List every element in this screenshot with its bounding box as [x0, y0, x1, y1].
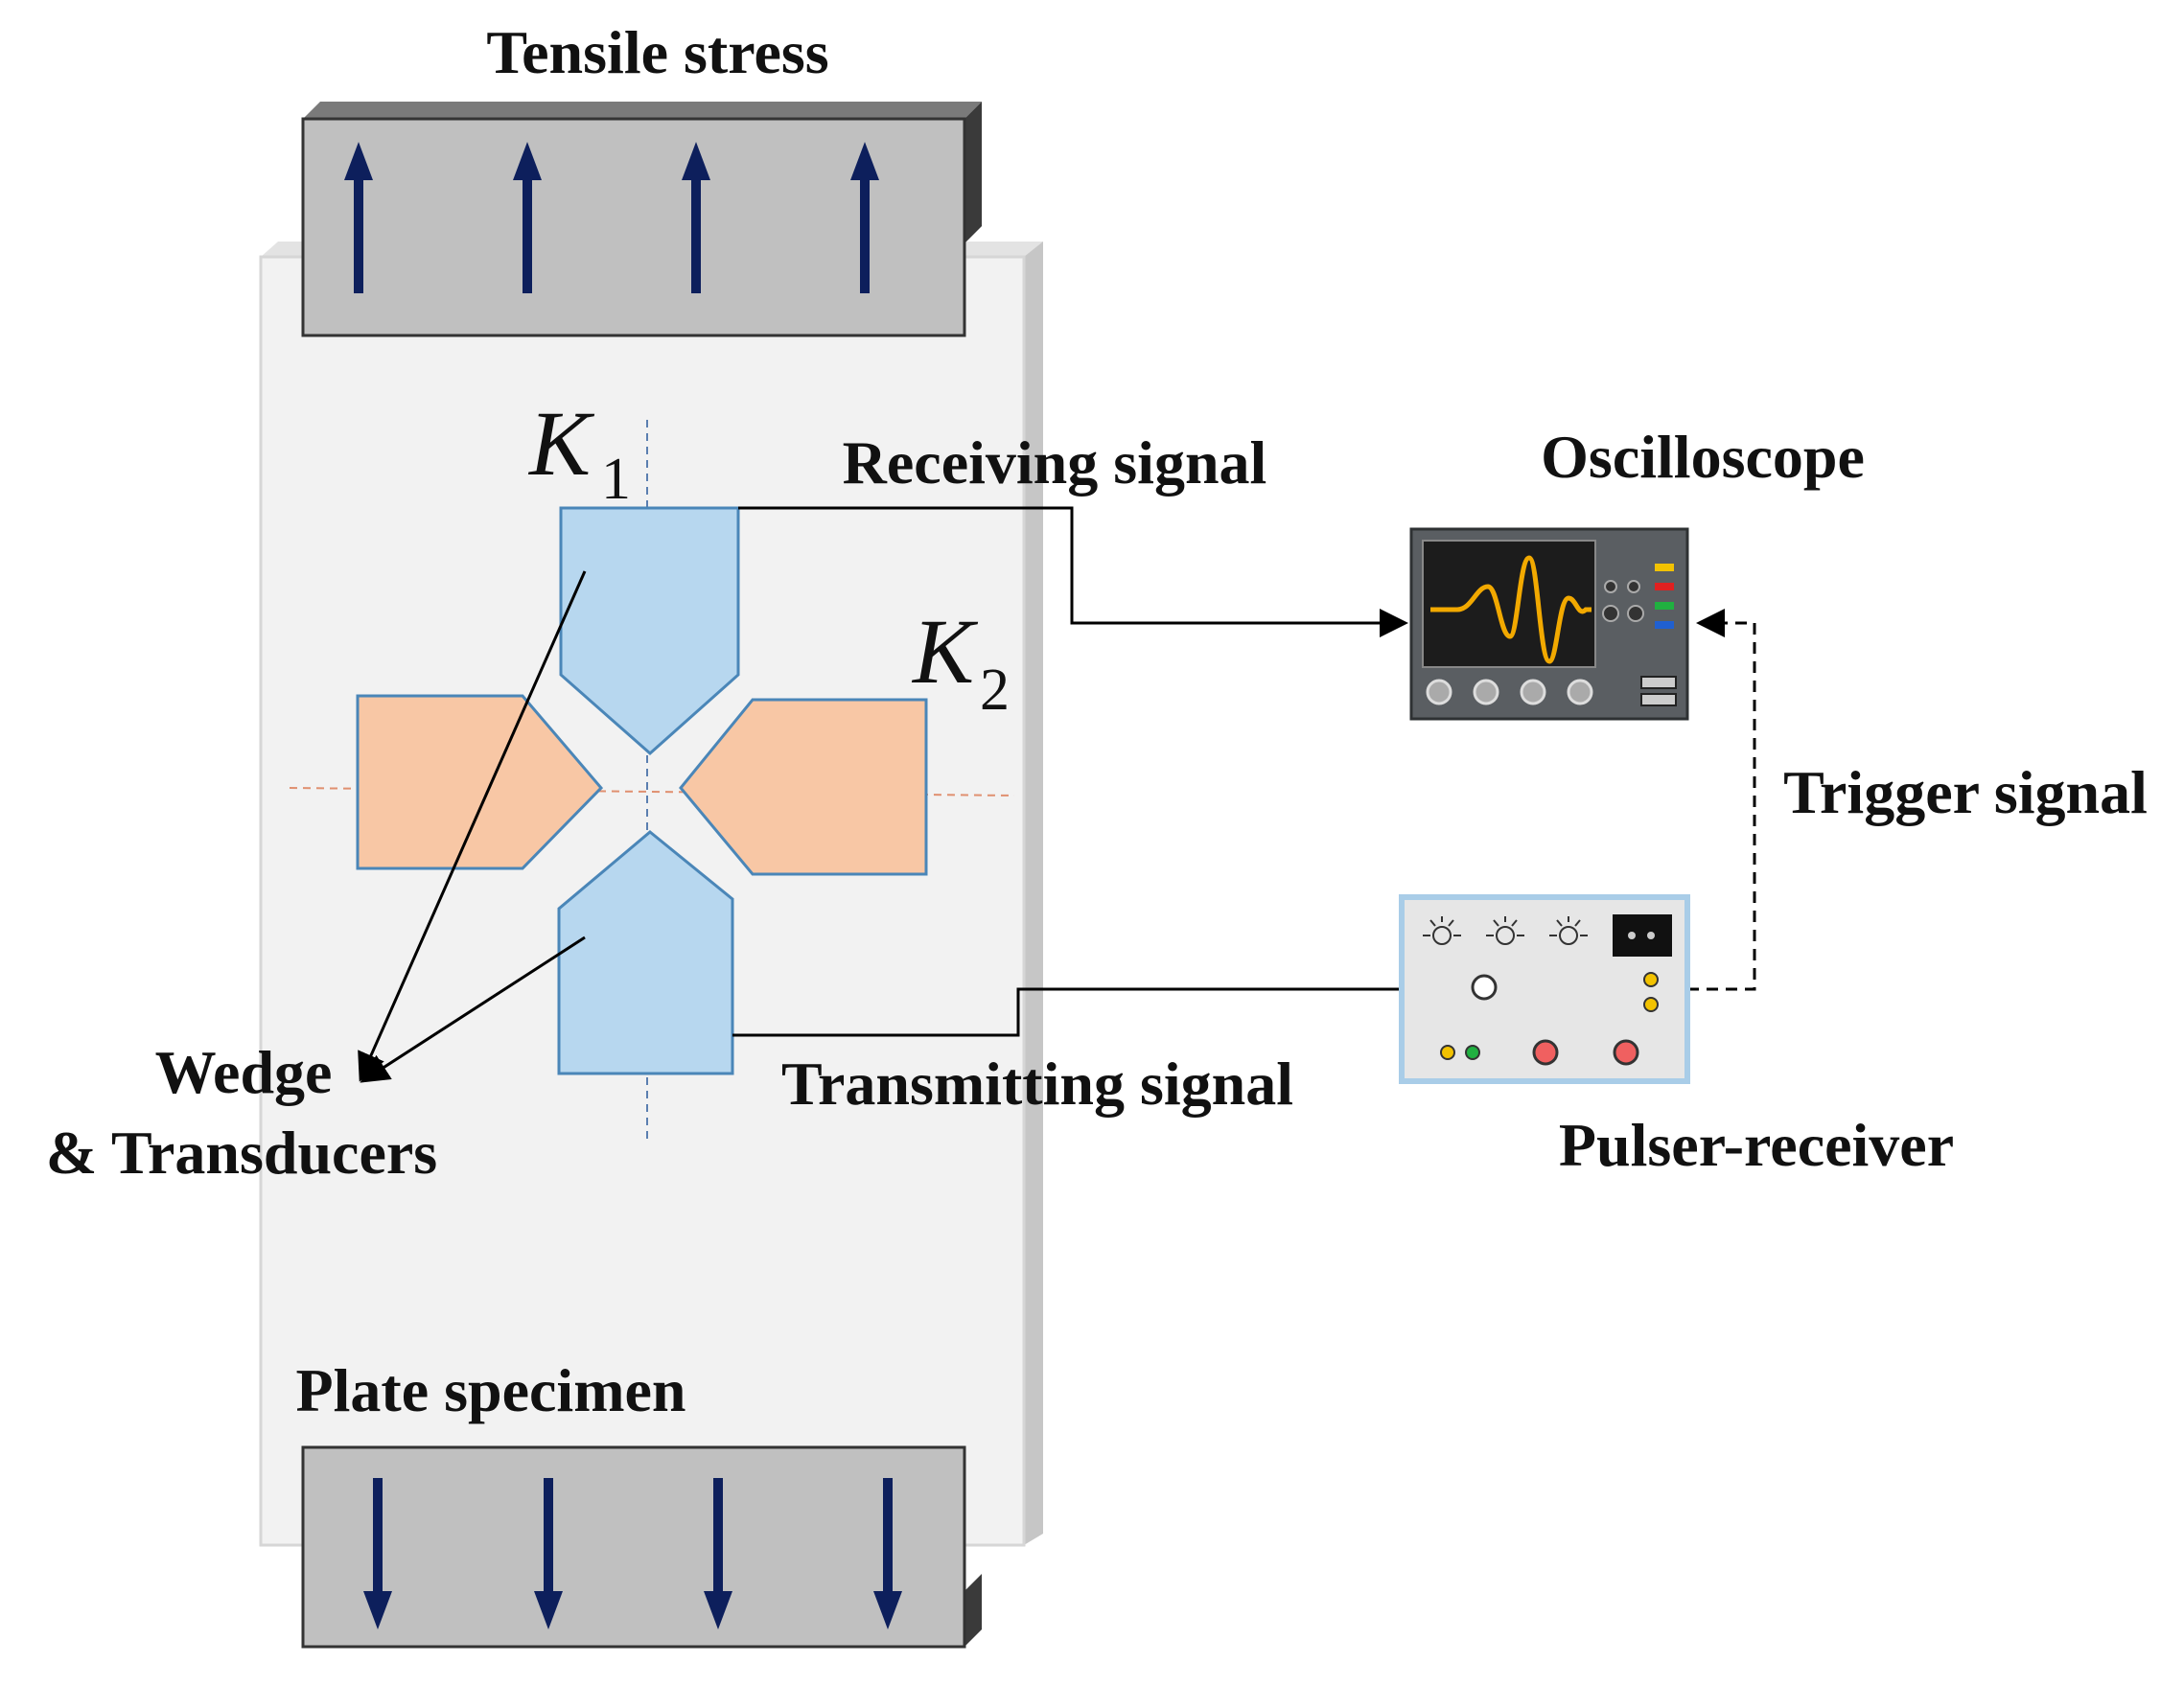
- wedge-left: [356, 694, 604, 870]
- trigger-signal-wire: [1687, 609, 1756, 991]
- pointer-arrow-top-wedge: [358, 570, 587, 1082]
- pointer-arrow-bottom-wedge: [360, 935, 586, 1083]
- k2-subscript: 2: [980, 658, 1010, 723]
- plate-specimen-label: Plate specimen: [296, 1356, 686, 1424]
- wedge-top: [559, 506, 740, 756]
- top-clamp: [301, 102, 982, 337]
- pulser-receiver-label: Pulser-receiver: [1559, 1111, 1954, 1179]
- transducers-label: & Transducers: [46, 1119, 437, 1187]
- k2-symbol: K: [911, 600, 979, 703]
- receiving-signal-label: Receiving signal: [843, 428, 1267, 497]
- wedge-bottom: [557, 830, 734, 1075]
- arrow-down-icon: [363, 1478, 902, 1629]
- pulser-receiver-icon: [1399, 894, 1690, 1084]
- k1-subscript: 1: [601, 447, 631, 512]
- oscilloscope-label: Oscilloscope: [1541, 423, 1865, 491]
- transmitting-signal-label: Transmitting signal: [781, 1050, 1293, 1118]
- receiving-signal-wire: [738, 506, 1408, 637]
- k1-symbol: K: [527, 392, 595, 495]
- oscilloscope-icon: [1409, 527, 1689, 721]
- tensile-stress-label: Tensile stress: [486, 18, 828, 86]
- wedge-label: Wedge: [155, 1038, 333, 1106]
- bottom-clamp: [301, 1445, 982, 1649]
- trigger-signal-label: Trigger signal: [1783, 758, 2148, 826]
- arrow-up-icon: [344, 142, 879, 293]
- transmitting-signal-wire: [732, 987, 1402, 1037]
- wedge-right: [679, 698, 928, 876]
